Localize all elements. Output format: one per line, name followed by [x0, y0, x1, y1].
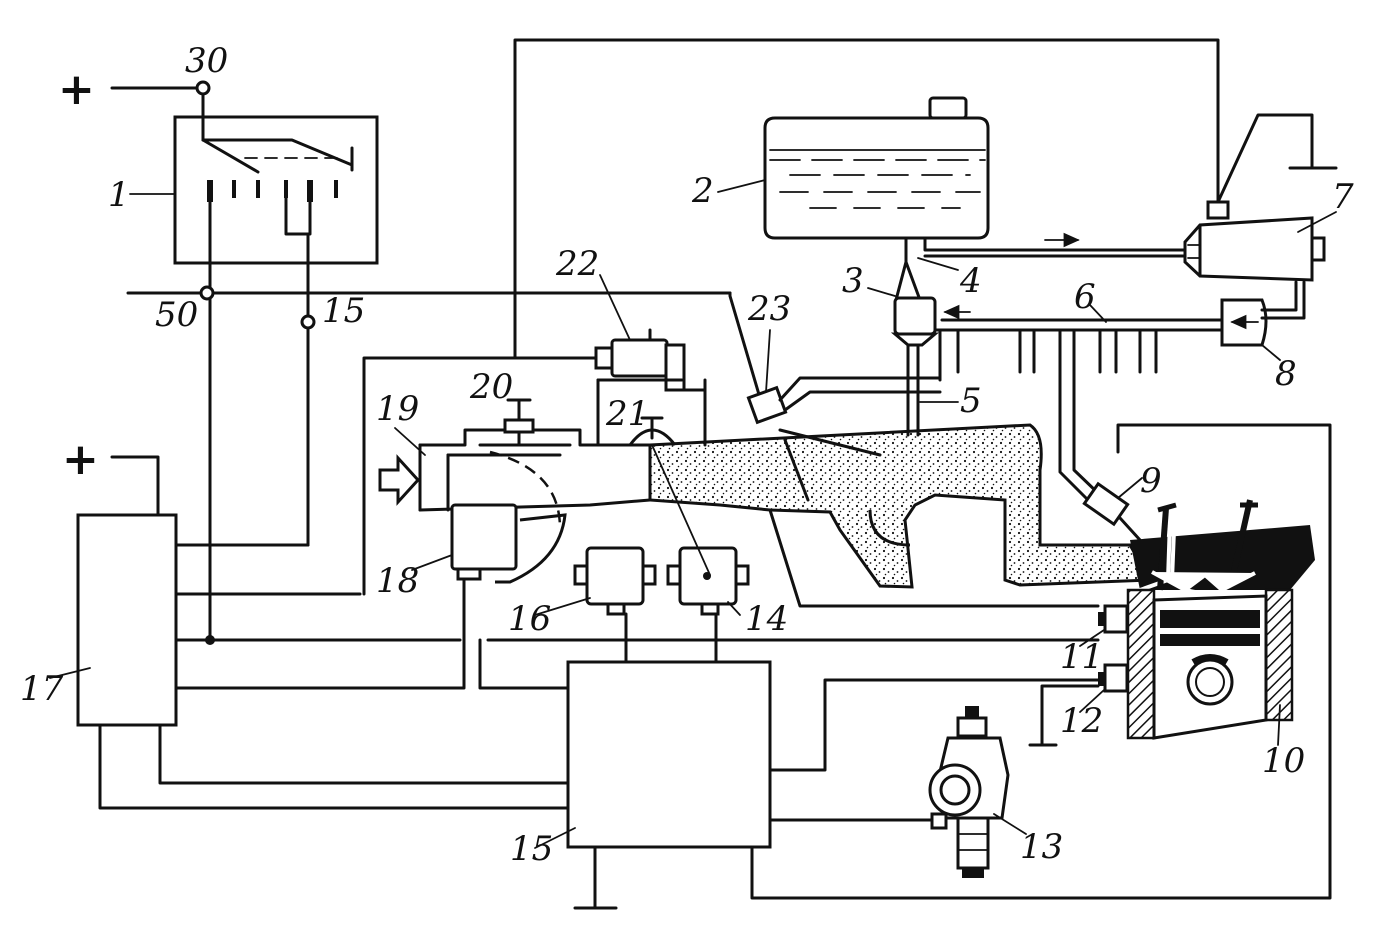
battery-plus-sign-top: + [58, 64, 95, 115]
sensor-12 [1028, 663, 1129, 747]
cold-start-valve-23 [746, 376, 942, 425]
idle-adjust-screw-20 [503, 398, 535, 447]
callout-5: 5 [960, 381, 982, 421]
battery-plus-sign-left: + [62, 434, 99, 485]
throttle-switch-18 [450, 503, 518, 581]
fuel-filter-8 [1220, 280, 1306, 347]
callout-18: 18 [376, 561, 419, 601]
fuel-pump-7 [1183, 113, 1338, 282]
callout-10: 10 [1262, 741, 1305, 781]
callout-11: 11 [1060, 637, 1103, 677]
distributor-13 [928, 706, 1010, 878]
terminal-30-node [195, 80, 211, 96]
terminal-50-label: 50 [155, 295, 198, 335]
callout-6: 6 [1074, 277, 1096, 317]
callout-15: 15 [510, 829, 553, 869]
callout-8: 8 [1275, 354, 1297, 394]
terminal-50-node [199, 285, 215, 301]
callout-7: 7 [1332, 177, 1354, 217]
control-relay-17 [76, 513, 178, 727]
callout-23: 23 [747, 289, 791, 329]
sensor-16 [573, 546, 657, 664]
engine-cylinder-10 [1126, 499, 1315, 740]
callout-12: 12 [1060, 701, 1103, 741]
aux-air-valve-22 [362, 328, 707, 596]
fuel-rail-6 [933, 304, 1224, 504]
callout-22: 22 [555, 244, 599, 284]
callout-19: 19 [376, 389, 419, 429]
terminal-30-label: 30 [185, 41, 228, 81]
intake-manifold [418, 423, 1153, 608]
callout-2: 2 [691, 171, 714, 211]
fuel-tank-2 [763, 96, 990, 264]
callout-14: 14 [745, 599, 788, 639]
terminal-15-label: 15 [322, 291, 365, 331]
callout-3: 3 [842, 261, 864, 301]
callout-9: 9 [1140, 461, 1162, 501]
sensor-14 [666, 546, 750, 664]
callout-16: 16 [508, 599, 551, 639]
callout-17: 17 [20, 669, 64, 709]
terminal-15-node [300, 314, 316, 330]
ignition-switch [110, 80, 379, 642]
callout-13: 13 [1020, 827, 1063, 867]
callout-20: 20 [469, 367, 513, 407]
callout-21: 21 [605, 394, 649, 434]
throttle-valve-21 [628, 416, 711, 576]
callout-1: 1 [108, 175, 130, 215]
temp-sensor-11 [1098, 604, 1129, 634]
callout-4: 4 [959, 261, 982, 301]
injector-9 [1082, 481, 1142, 542]
ecu-15 [566, 660, 772, 849]
pressure-regulator-3 [890, 257, 940, 437]
air-inlet-arrow [378, 454, 421, 506]
